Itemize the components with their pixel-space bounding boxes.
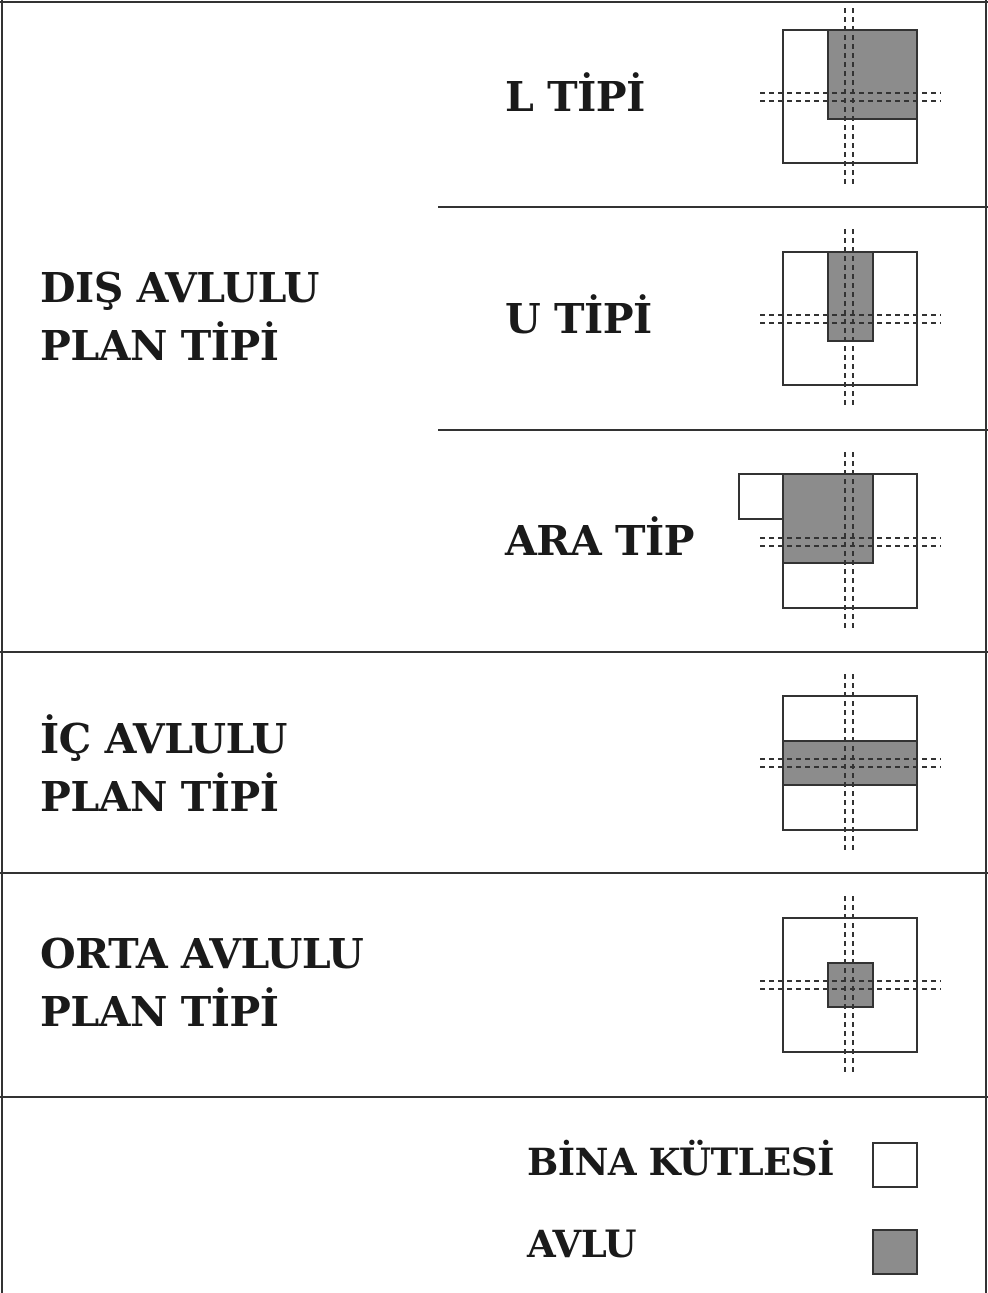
courtyard-shape	[782, 473, 874, 564]
group-dis-line1: DIŞ AVLULU	[40, 264, 319, 312]
group-orta-line2: PLAN TİPİ	[40, 988, 279, 1036]
group-orta-label: ORTA AVLULU PLAN TİPİ	[40, 925, 364, 1041]
u-type-plan	[760, 229, 941, 408]
ara-type-plan	[738, 452, 941, 631]
legend-courtyard-swatch	[872, 1229, 918, 1275]
courtyard-shape	[827, 29, 918, 120]
group-ic-label: İÇ AVLULU PLAN TİPİ	[40, 710, 287, 826]
courtyard-shape	[827, 962, 874, 1008]
courtyard-shape	[782, 740, 918, 786]
legend-building-label: BİNA KÜTLESİ	[527, 1140, 834, 1184]
annex-outline	[738, 473, 784, 520]
subtype-u-label: U TİPİ	[505, 295, 652, 343]
group-orta-line1: ORTA AVLULU	[40, 930, 364, 978]
axis-lines	[760, 452, 941, 631]
group-dis-label: DIŞ AVLULU PLAN TİPİ	[40, 259, 319, 375]
ic-type-plan	[760, 674, 941, 853]
axis-lines	[760, 8, 941, 186]
legend-building-swatch	[872, 1142, 918, 1188]
axis-lines	[760, 896, 941, 1076]
subtype-ara-label: ARA TİP	[505, 517, 695, 565]
legend-courtyard-label: AVLU	[527, 1222, 636, 1266]
group-dis-line2: PLAN TİPİ	[40, 322, 279, 370]
courtyard-shape	[827, 251, 874, 342]
group-ic-line2: PLAN TİPİ	[40, 773, 279, 821]
axis-lines	[760, 674, 941, 853]
axis-lines	[760, 229, 941, 408]
subtype-l-label: L TİPİ	[505, 73, 645, 121]
orta-type-plan	[760, 896, 941, 1076]
group-ic-line1: İÇ AVLULU	[40, 715, 287, 763]
l-type-plan	[760, 8, 941, 186]
